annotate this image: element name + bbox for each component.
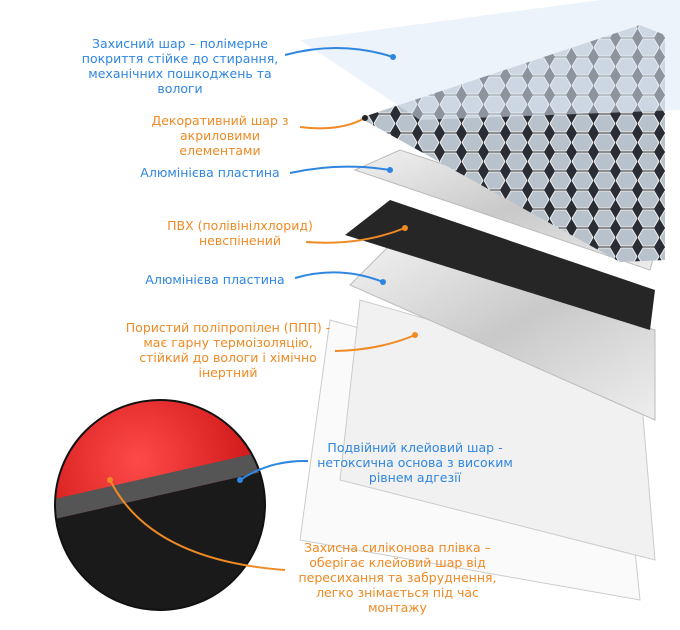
- label-decorative-layer: Декоративний шар з акриловими елементами: [151, 113, 289, 158]
- label-aluminium-1: Алюмінієва пластина: [140, 165, 280, 180]
- label-pvc: ПВХ (полівінілхлорид) невспінений: [167, 218, 313, 248]
- layer-aluminium-2: [349, 244, 656, 421]
- label-protective-layer: Захисний шар – полімерне покриття стійке…: [81, 36, 279, 96]
- label-adhesive-layer: Подвійний клейовий шар - нетоксична осно…: [317, 440, 513, 485]
- layer-protective: [300, 0, 680, 120]
- label-polypropylene: Пористий поліпропілен (ППП) - має гарну …: [125, 320, 331, 380]
- label-aluminium-2: Алюмінієва пластина: [145, 272, 285, 287]
- layer-pvc: [345, 200, 655, 330]
- inset-circle: [55, 400, 265, 610]
- label-silicone-film: Захисна силіконова плівка – оберігає кле…: [298, 540, 497, 615]
